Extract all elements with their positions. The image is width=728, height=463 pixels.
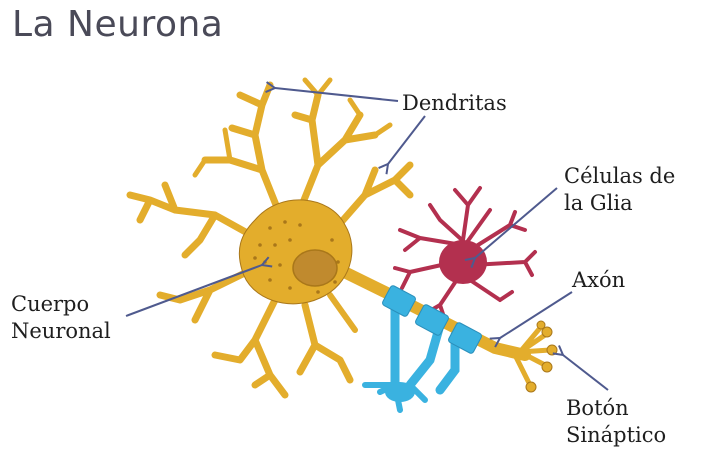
label-celulas-glia: Células de la Glia	[564, 163, 675, 217]
label-axon-text: Axón	[572, 268, 626, 292]
arrow-boton	[563, 355, 609, 391]
arrow-axon	[500, 291, 573, 338]
page-title: La Neurona	[12, 4, 224, 45]
label-cuerpo-neuronal: Cuerpo Neuronal	[11, 291, 111, 345]
neuron-cell-body	[238, 199, 353, 305]
glia-cell	[393, 186, 537, 322]
label-dendritas: Dendritas	[402, 90, 507, 117]
label-glia-line2: la Glia	[564, 191, 633, 215]
label-axon: Axón	[572, 267, 625, 294]
arrow-dendritas-1	[275, 88, 399, 102]
label-boton-line1: Botón	[566, 396, 629, 420]
myelin-sheaths	[382, 285, 482, 354]
label-boton-line2: Sináptico	[566, 423, 667, 447]
label-boton-sinaptico: Botón Sináptico	[566, 395, 666, 449]
label-cuerpo-line2: Neuronal	[11, 319, 111, 343]
neuron-dendrites	[126, 77, 414, 399]
annotation-arrows	[125, 88, 609, 391]
label-dendritas-text: Dendritas	[402, 91, 507, 115]
arrow-dendritas-2	[388, 115, 426, 164]
label-cuerpo-line1: Cuerpo	[11, 292, 90, 316]
myelin-cell	[362, 300, 460, 413]
label-glia-line1: Células de	[564, 164, 676, 188]
arrow-cuerpo	[125, 265, 262, 317]
arrow-glia	[475, 187, 558, 258]
